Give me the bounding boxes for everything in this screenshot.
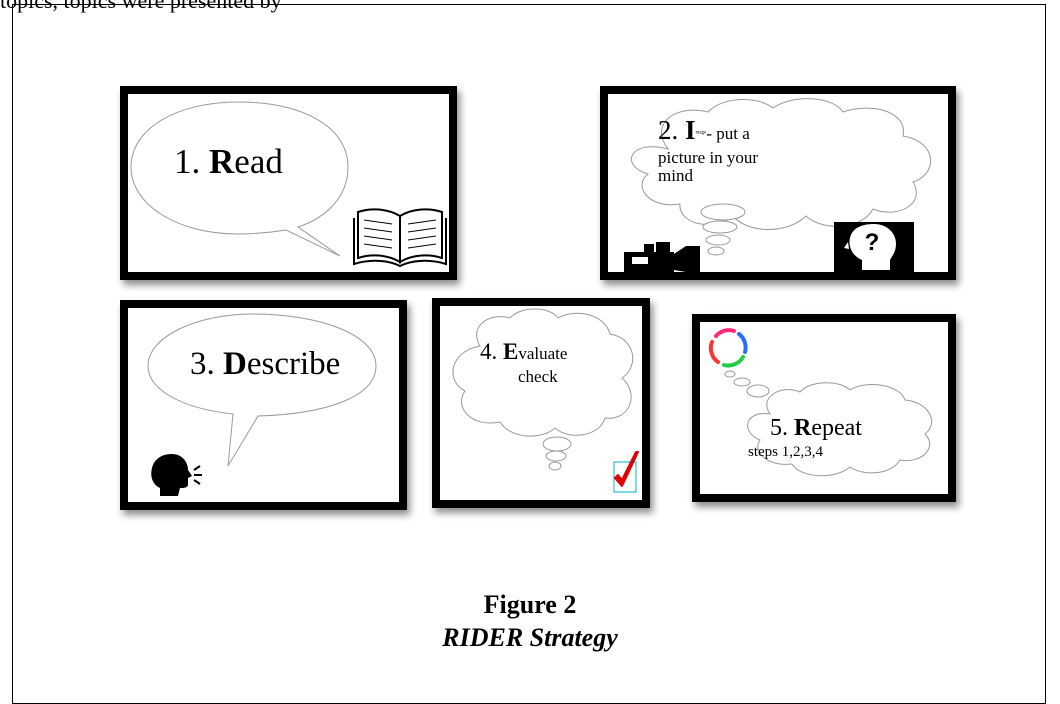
figure-label: Figure 2: [483, 590, 577, 619]
step-4-label: 4. Evaluate: [480, 339, 568, 364]
step-1-label: 1. Read: [174, 142, 283, 181]
panel-describe: 3. Describe: [120, 300, 407, 510]
step-3-label: 3. Describe: [190, 346, 341, 382]
panel-read: 1. Read: [120, 86, 457, 280]
step-5-label: 5. Repeat: [770, 415, 862, 441]
step-2-line2: picture in your: [658, 148, 759, 167]
panel-image: 2. Image- put a picture in your mind ?: [600, 86, 956, 280]
video-camera-icon: [624, 242, 700, 272]
checkmark-icon: [613, 451, 639, 493]
speaking-head-icon: [151, 454, 202, 496]
speech-bubble: [130, 101, 349, 257]
panel-evaluate: 4. Evaluate check: [432, 298, 650, 508]
figure-title: RIDER Strategy: [442, 623, 618, 652]
step-2-line3: mind: [658, 166, 693, 185]
open-book-icon: [353, 208, 447, 268]
step-5-line2: steps 1,2,3,4: [748, 444, 823, 460]
speech-bubble: [147, 313, 377, 467]
thought-cloud: [452, 308, 634, 471]
cycle-arrows-icon: [708, 328, 748, 368]
step-4-line2: check: [518, 367, 558, 386]
thought-cloud: [630, 98, 931, 256]
panel-repeat: 5. Repeat steps 1,2,3,4: [692, 314, 956, 502]
thought-cloud: [724, 370, 933, 477]
step-2-label: 2. Image- put a: [658, 115, 750, 145]
head-question-icon: ?: [834, 222, 914, 272]
svg-text:?: ?: [865, 229, 880, 256]
header-text-fragment: topics, topics were presented by: [0, 0, 282, 13]
